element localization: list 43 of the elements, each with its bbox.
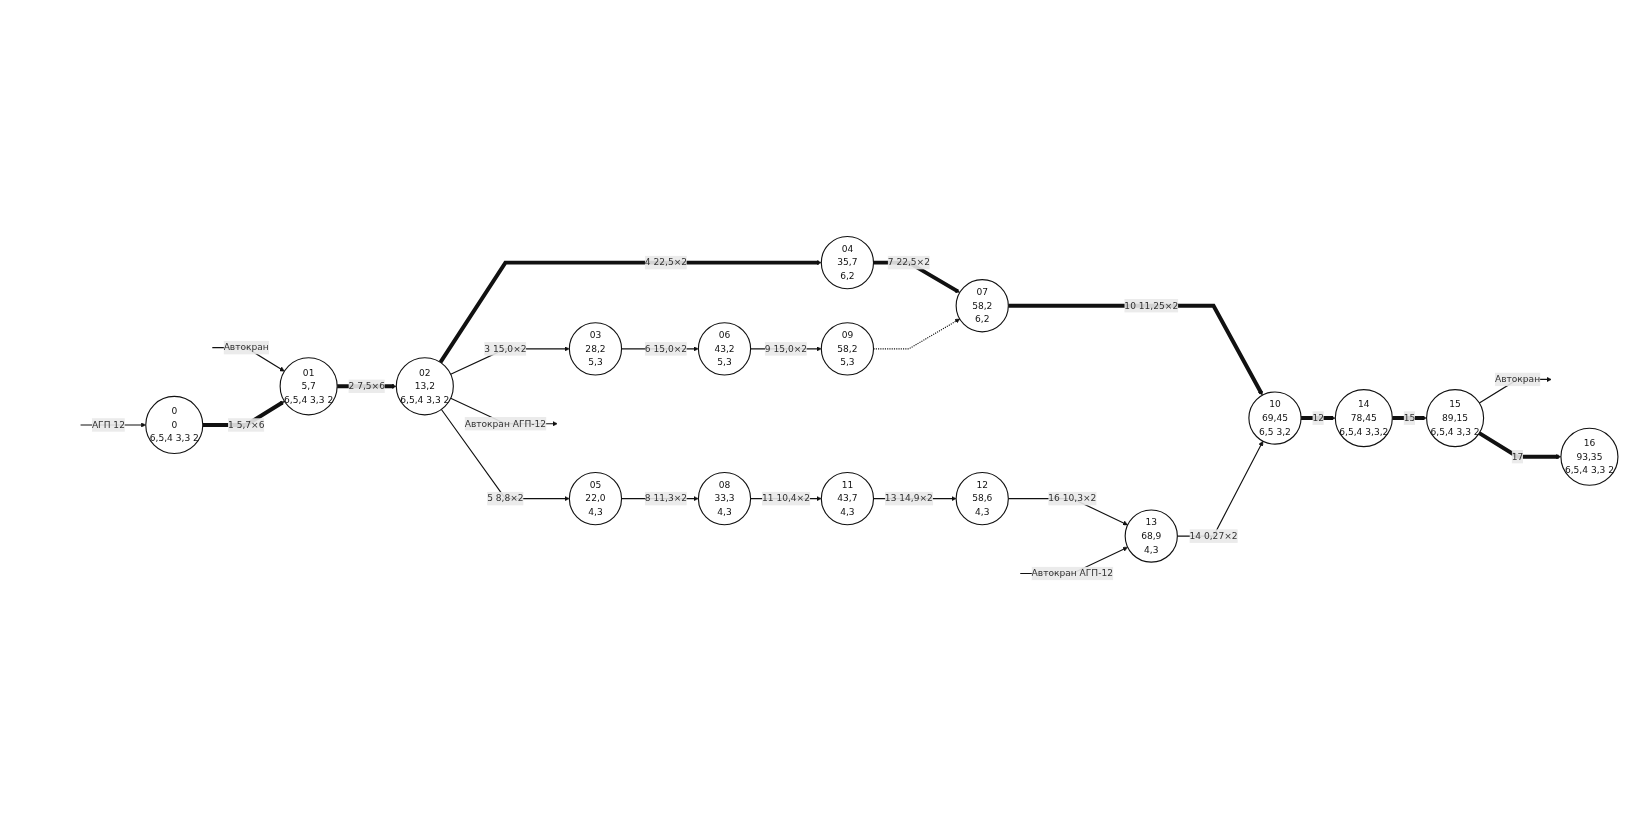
edge-label: 11 10,4×2 (761, 492, 810, 504)
edge-label: 16 10,3×2 (1048, 492, 1097, 504)
edge-label: 9 15,0×2 (764, 342, 808, 354)
edge-label: 14 0,27×2 (1189, 529, 1238, 541)
edge-label: 2 7,5×6 (348, 380, 385, 391)
node-circle: 01 5,7 6,5,4 3,3 2 (279, 356, 338, 415)
node-circle: 04 35,7 6,2 (820, 235, 875, 289)
edge-label: Автокран (1494, 373, 1541, 385)
node-circle: 03 28,2 5,3 (568, 321, 623, 376)
node-circle: 15 89,15 6,5,4 3,3 2 (1426, 388, 1485, 447)
node-circle: 02 13,2 6,5,4 3,3 2 (395, 356, 454, 415)
node-circle: 09 58,2 5,3 (820, 321, 875, 376)
edge-label: 15 (1403, 411, 1416, 423)
edge-label: 12 (1312, 411, 1324, 423)
edge-label: Автокран АГП-12 (464, 417, 547, 429)
edge-label: 1 5,7×6 (227, 418, 265, 430)
edge-label: 13 14,9×2 (884, 492, 933, 504)
node-circle: 07 58,2 6,2 (955, 278, 1009, 332)
edge-label: 8 11,3×2 (644, 492, 688, 504)
node-circle: 06 43,2 5,3 (697, 321, 752, 376)
node-circle: 12 58,6 4,3 (955, 471, 1009, 525)
node-circle: 14 78,45 6,5,4 3,3,2 (1334, 388, 1393, 447)
edge-label: 7 22,5×2 (887, 256, 930, 268)
node-circle: 08 33,3 4,3 (697, 471, 752, 525)
edge-label: 5 8,8×2 (487, 492, 524, 504)
node-circle: 11 43,7 4,3 (820, 471, 875, 525)
arrow (1301, 415, 1336, 421)
arrow (1392, 415, 1427, 421)
edge-label: 3 15,0×2 (484, 342, 527, 354)
edge-label: 4 22,5×2 (644, 256, 688, 268)
edge-label: Автокран АГП-12 (1031, 567, 1114, 579)
edge-label: Автокран (223, 341, 269, 353)
node-circle: 13 68,9 4,3 (1124, 509, 1178, 563)
node-circle: 0 0 6,5,4 3,3 2 (145, 395, 204, 454)
node-circle: 10 69,45 6,5 3,2 (1248, 391, 1302, 445)
node-circle: 16 93,35 6,5,4 3,3 2 (1560, 427, 1619, 486)
node-circle: 05 22,0 4,3 (568, 471, 623, 525)
edge-label: 17 (1511, 450, 1524, 462)
edge-label: 6 15,0×2 (644, 342, 688, 354)
arrow (440, 408, 570, 501)
arrow (1478, 431, 1562, 459)
edge-label: АГП 12 (91, 418, 125, 430)
edge-label: 10 11,25×2 (1124, 299, 1179, 311)
